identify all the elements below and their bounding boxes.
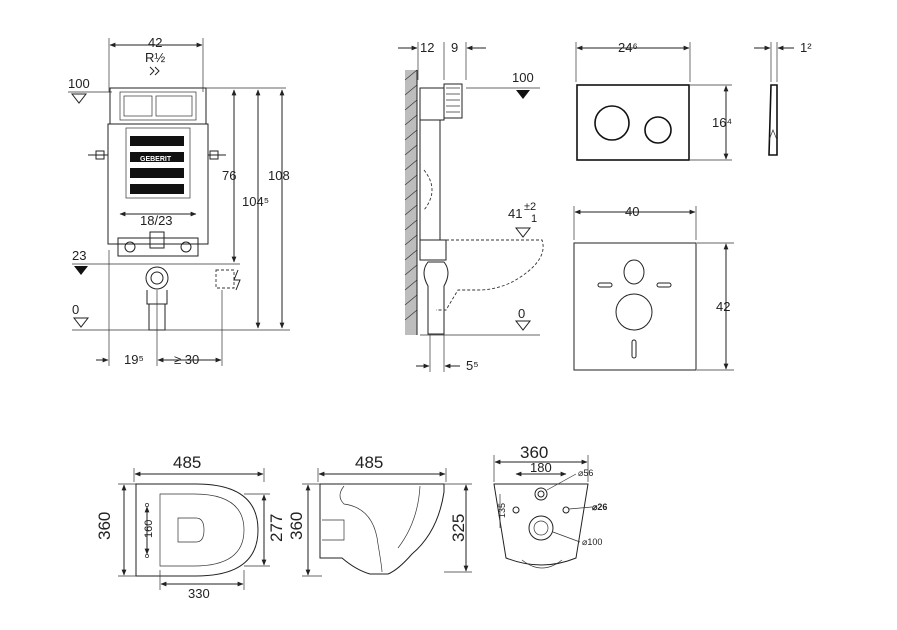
diameter-26-label: ⌀26 [592, 502, 607, 512]
offset-30-label: ≥ 30 [174, 352, 199, 367]
bowl-back-width-label: 360 [520, 443, 548, 462]
bowl-side-height-label: 325 [449, 514, 468, 542]
bracket-label: 18/23 [140, 213, 173, 228]
pad-width-label: 40 [625, 204, 639, 219]
bowl-back-view: 360 180 ⌀56 ⌀26 135 ⌀100 [493, 443, 607, 569]
height-108-label: 108 [268, 168, 290, 183]
level-0-label: 0 [72, 302, 79, 317]
side-level-100-label: 100 [512, 70, 534, 85]
frame-front-view: 42 R½ 100 GEBERIT 18/23 23 [68, 35, 290, 367]
side-level-41-label: 41 [508, 206, 522, 221]
side-dim-12-label: 12 [420, 40, 434, 55]
pad-height-label: 42 [716, 299, 730, 314]
bowl-side-width-label: 360 [287, 512, 306, 540]
side-dim-5-label: 5⁵ [466, 358, 479, 373]
offset-19-label: 19⁵ [124, 352, 144, 367]
flush-plate-front: 24⁶ 16⁴ [575, 40, 732, 161]
connection-label: R½ [145, 50, 165, 65]
frame-side-view: 12 9 100 41 ±2 1 0 5⁵ [398, 40, 544, 373]
brand-label: GEBERIT [140, 156, 172, 163]
frame-width-label: 42 [148, 35, 162, 50]
bowl-back-spacing-label: 180 [530, 460, 552, 475]
bowl-inner-label: 277 [267, 514, 286, 542]
height-104-label: 104⁵ [242, 194, 269, 209]
tolerance-minus-label: 1 [531, 213, 537, 225]
flush-plate-side: 1² [754, 40, 812, 156]
plate-thickness-label: 1² [800, 40, 812, 55]
bowl-side-length-label: 485 [355, 453, 383, 472]
bowl-top-width-label: 360 [95, 512, 114, 540]
tolerance-plus-label: ±2 [524, 201, 536, 213]
side-dim-9-label: 9 [451, 40, 458, 55]
seat-length-label: 330 [188, 586, 210, 601]
plate-width-label: 24⁶ [618, 40, 638, 55]
dim-135-label: 135 [497, 503, 507, 518]
level-23-label: 23 [72, 248, 86, 263]
diameter-100-label: ⌀100 [582, 537, 602, 547]
bowl-side-view: 485 360 325 [287, 453, 472, 577]
sound-pad: 40 42 [573, 204, 734, 371]
side-level-0-label: 0 [518, 306, 525, 321]
hole-spacing-label: 160 [143, 520, 155, 538]
bowl-top-view: 485 360 160 277 330 [95, 453, 286, 601]
height-76-label: 76 [222, 168, 236, 183]
bowl-top-length-label: 485 [173, 453, 201, 472]
diameter-56-label: ⌀56 [578, 468, 593, 478]
plate-height-label: 16⁴ [712, 115, 732, 130]
level-100-label: 100 [68, 76, 90, 91]
